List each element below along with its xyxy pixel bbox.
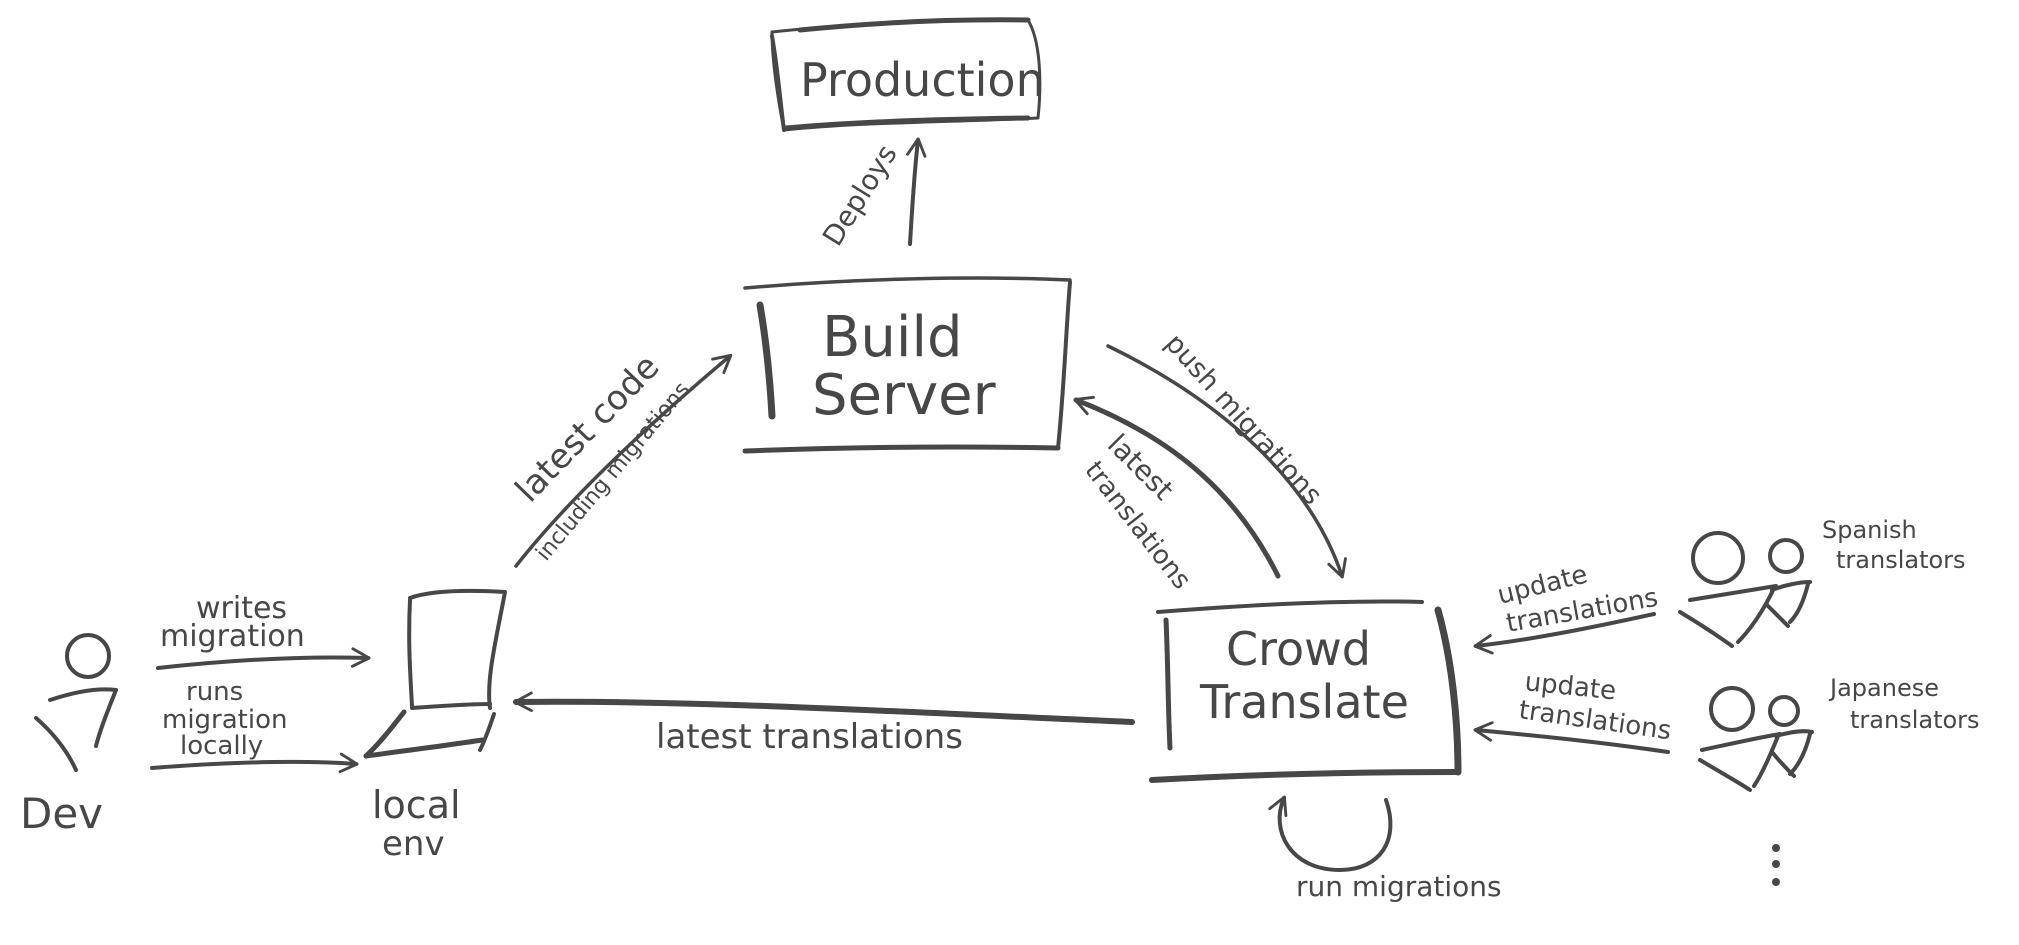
runs-migration-locally-arrow [150,752,359,774]
writes-migration-arrow [156,647,371,670]
deploys-label: Deploys [816,139,904,252]
spanish-translators-label-line1: Spanish [1822,516,1917,544]
build-server-label-line1: Build [822,305,963,370]
push-migrations-label: push migrations [1159,328,1328,511]
person-icon [34,633,118,772]
more-translators-ellipsis [1772,844,1780,886]
latest-translations-up-arrow [1073,395,1281,579]
deploys-arrow [906,137,927,246]
run-migrations-label: run migrations [1296,870,1502,903]
translators-group-icon [1678,531,1812,648]
production-box: Production [770,17,1045,132]
local-env-label-line1: local [372,783,461,827]
latest-code-arrow [514,353,733,568]
crowd-translate-label-line1: Crowd [1226,622,1371,676]
laptop-icon [363,588,507,759]
dev-label: Dev [20,789,103,838]
update-translations-spanish-arrow [1473,612,1656,655]
crowd-translate-label-line2: Translate [1199,675,1409,729]
writes-migration-label-line1: writes [196,591,287,626]
japanese-translators-label-line1: Japanese [1828,674,1939,702]
writes-migration-label-line2: migration [160,619,305,654]
runs-migration-locally-label-line2: migration [162,705,287,735]
latest-translations-arrow [513,691,1135,725]
latest-translations-label: latest translations [656,717,963,757]
crowd-translate-box: Crowd Translate [1149,599,1462,783]
run-migrations-loop-arrow [1268,795,1393,872]
japanese-translators-label-line2: translators [1850,706,1980,734]
spanish-translators-label-line2: translators [1836,546,1966,574]
production-label: Production [800,53,1045,107]
local-env-label-line2: env [382,824,445,864]
push-migrations-arrow [1106,344,1347,579]
runs-migration-locally-label-line3: locally [180,731,263,761]
build-server-box: Build Server [742,276,1072,454]
build-server-label-line2: Server [812,363,997,428]
runs-migration-locally-label-line1: runs [186,677,243,707]
update-translations-japanese-arrow [1473,721,1670,754]
translators-group-icon [1698,686,1814,792]
